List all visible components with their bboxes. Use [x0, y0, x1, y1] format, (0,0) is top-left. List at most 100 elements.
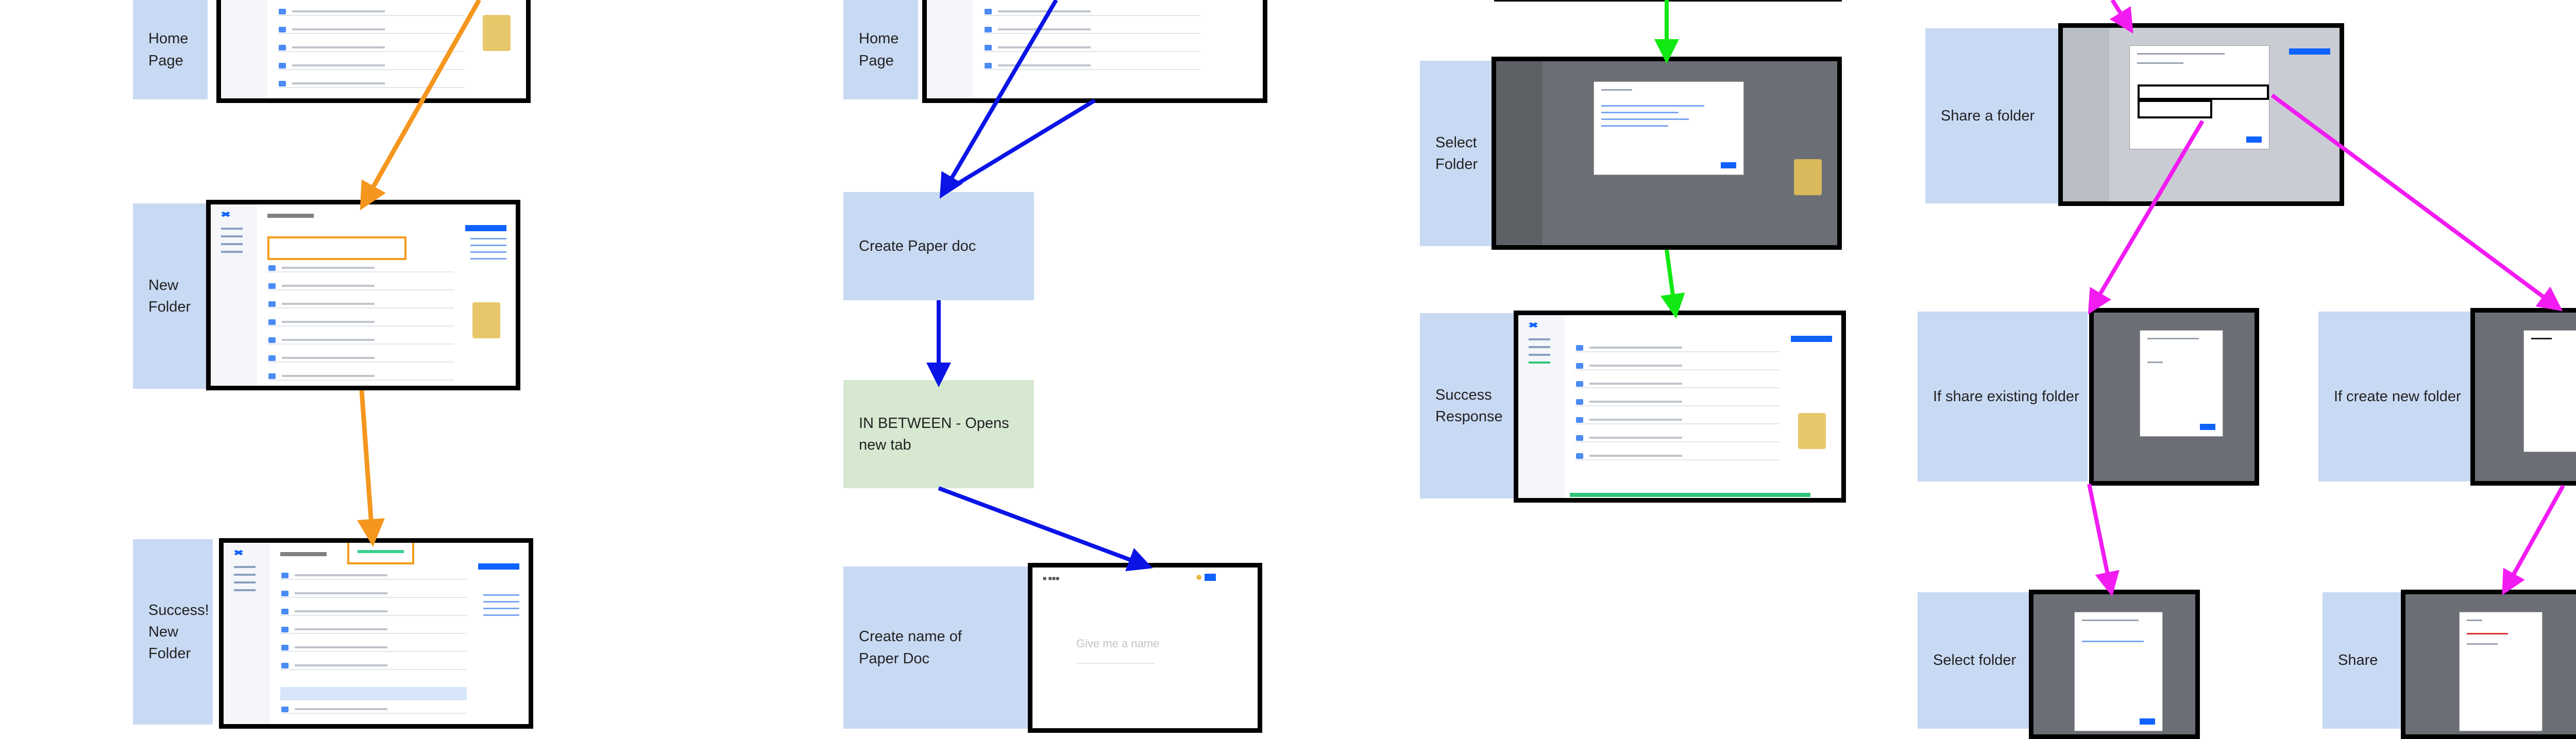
step-label-share: Share [2323, 592, 2415, 729]
file-row [278, 63, 464, 70]
step-label-text: Home Page [148, 30, 189, 69]
file-row [267, 373, 454, 381]
step-label-home-page-2: Home Page [843, 0, 918, 99]
folder-picker-modal [1594, 82, 1743, 175]
create-new-modal [2524, 331, 2576, 452]
app-sidebar [1496, 61, 1543, 245]
arrow-share-to-create-new [2270, 93, 2563, 312]
screenshot-success-new-folder [219, 538, 533, 729]
success-banner-highlight [347, 543, 414, 564]
upload-button [478, 563, 519, 570]
file-row [984, 45, 1201, 52]
paper-title-placeholder: Give me a name [1076, 637, 1160, 650]
step-label-text: Home Page [859, 30, 899, 69]
screenshot-share-a-folder [2058, 23, 2344, 206]
file-row [280, 627, 467, 634]
file-row [278, 81, 464, 88]
screenshot-share-existing [2089, 308, 2259, 486]
screenshot-new-folder [206, 200, 520, 390]
file-row [267, 319, 454, 326]
select-folder-modal [2075, 612, 2162, 731]
app-title-bar [280, 552, 327, 556]
screenshot-success-response [1514, 311, 1846, 503]
file-row [1575, 453, 1780, 460]
step-label-text: If create new folder [2334, 388, 2461, 405]
upload-button [465, 225, 506, 231]
file-row [280, 609, 467, 616]
step-label-if-share-existing: If share existing folder [1918, 312, 2088, 482]
new-folder-row-selected [280, 687, 467, 700]
screenshot-home-page-1 [216, 0, 531, 103]
promo-illustration [1798, 413, 1826, 449]
create-new-option-highlight [2138, 100, 2212, 118]
step-label-create-paper-doc: Create Paper doc [843, 192, 1034, 300]
step-label-text: IN BETWEEN - Opens new tab [859, 415, 1009, 453]
step-label-text: Share a folder [1941, 107, 2035, 124]
step-label-text: Create Paper doc [859, 237, 976, 254]
share-final-modal [2460, 612, 2542, 731]
arrow-share-to-existing [2088, 119, 2205, 315]
step-label-create-name-paper-doc: Create name of Paper Doc [843, 566, 1034, 729]
upload-button [2289, 48, 2330, 55]
paper-body-line [1076, 663, 1155, 664]
step-label-home-page-1: Home Page [133, 0, 208, 99]
step-label-in-between: IN BETWEEN - Opens new tab [843, 380, 1034, 488]
promo-illustration [1794, 159, 1822, 195]
file-row [267, 355, 454, 363]
arrow-home-to-create-paper [939, 0, 1058, 199]
paper-breadcrumb: ■ ■■■ [1043, 575, 1060, 582]
file-row [278, 27, 464, 34]
step-label-select-folder: Select Folder [1420, 61, 1495, 246]
file-row [280, 591, 467, 598]
file-row [1575, 417, 1780, 424]
file-row [280, 707, 467, 714]
arrow-new-folder-to-success [357, 390, 385, 547]
step-label-text: Select folder [1933, 652, 2016, 669]
share-existing-option-highlight [2138, 84, 2269, 100]
step-label-select-folder-share: Select folder [1918, 592, 2041, 729]
app-sidebar [927, 0, 973, 98]
success-banner [358, 550, 404, 553]
arrow-top-to-share-folder [2109, 0, 2133, 34]
share-existing-modal [2140, 331, 2223, 436]
promo-illustration [472, 302, 500, 338]
step-label-text: If share existing folder [1933, 388, 2079, 405]
file-row [267, 337, 454, 345]
app-sidebar [2063, 28, 2109, 201]
file-row [1575, 345, 1780, 352]
app-sidebar [224, 543, 270, 724]
step-label-text: Share [2338, 652, 2378, 669]
arrow-existing-to-select-folder [2087, 484, 2120, 597]
file-row [267, 265, 454, 272]
step-label-text: Success Response [1435, 386, 1503, 425]
step-label-text: Select Folder [1435, 134, 1478, 173]
app-sidebar [221, 0, 267, 98]
arrow-create-new-to-share [2502, 485, 2565, 595]
arrow-home-tab-to-create-paper [946, 98, 1096, 192]
file-row [984, 63, 1201, 70]
arrow-in-between-to-name-doc [938, 486, 1153, 572]
step-label-text: Success! New Folder [148, 601, 209, 662]
app-sidebar [1518, 315, 1565, 498]
file-row [984, 27, 1201, 34]
share-button [1205, 574, 1216, 581]
step-label-text: Create name of Paper Doc [859, 628, 962, 667]
step-label-success-response: Success Response [1420, 313, 1518, 499]
screenshot-select-folder [1492, 57, 1842, 250]
app-sidebar [211, 204, 257, 386]
file-row [280, 645, 467, 652]
step-label-text: New Folder [148, 277, 191, 315]
screenshot-home-page-2 [922, 0, 1267, 103]
arrow-home-to-new-folder [360, 0, 481, 211]
file-row [267, 301, 454, 308]
file-row [1575, 363, 1780, 370]
step-label-if-create-new: If create new folder [2318, 312, 2478, 482]
arrow-select-folder-to-success [1660, 249, 1685, 319]
file-row [1575, 435, 1780, 442]
file-row [278, 45, 464, 52]
upload-button [1791, 336, 1832, 342]
file-row [984, 9, 1201, 16]
screenshot-share [2401, 590, 2576, 739]
new-folder-highlight [267, 236, 406, 260]
